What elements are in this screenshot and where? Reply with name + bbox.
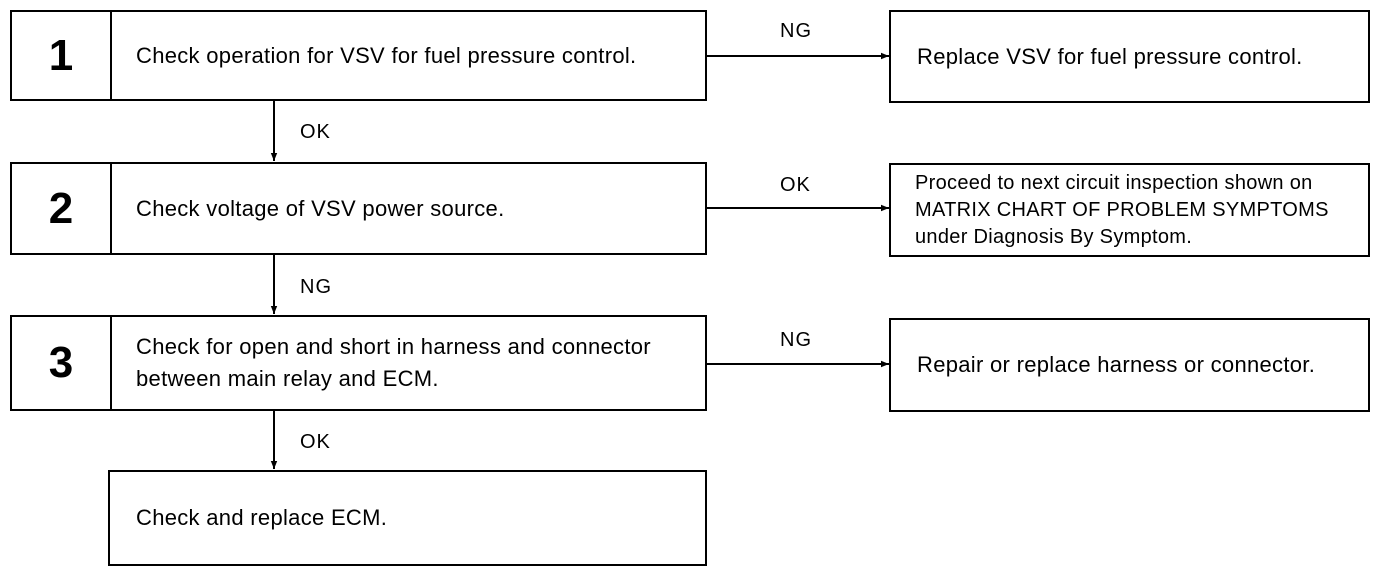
result-text: Replace VSV for fuel pressure control. <box>917 43 1303 69</box>
label-step2-ok: OK <box>780 174 811 196</box>
step-text: Check for open and short in harness and … <box>136 334 651 391</box>
label-step3-ok: OK <box>300 431 331 453</box>
step-2-box: 2 Check voltage of VSV power source. <box>10 162 707 255</box>
step-1-box: 1 Check operation for VSV for fuel press… <box>10 10 707 101</box>
label-step1-ng: NG <box>780 20 812 42</box>
step-number: 1 <box>12 12 112 99</box>
label-step2-ng: NG <box>300 276 332 298</box>
final-step-text: Check and replace ECM. <box>136 505 388 530</box>
label-step1-ok: OK <box>300 121 331 143</box>
step-text: Check voltage of VSV power source. <box>136 195 505 221</box>
final-step-box: Check and replace ECM. <box>108 470 707 566</box>
label-step3-ng: NG <box>780 329 812 351</box>
result-3-box: Repair or replace harness or connector. <box>889 318 1370 412</box>
step-3-box: 3 Check for open and short in harness an… <box>10 315 707 411</box>
step-text: Check operation for VSV for fuel pressur… <box>136 42 637 68</box>
step-number: 2 <box>12 164 112 253</box>
result-2-box: Proceed to next circuit inspection shown… <box>889 163 1370 257</box>
result-text: Proceed to next circuit inspection shown… <box>915 171 1329 248</box>
result-1-box: Replace VSV for fuel pressure control. <box>889 10 1370 103</box>
result-text: Repair or replace harness or connector. <box>917 352 1316 377</box>
step-number: 3 <box>12 317 112 409</box>
